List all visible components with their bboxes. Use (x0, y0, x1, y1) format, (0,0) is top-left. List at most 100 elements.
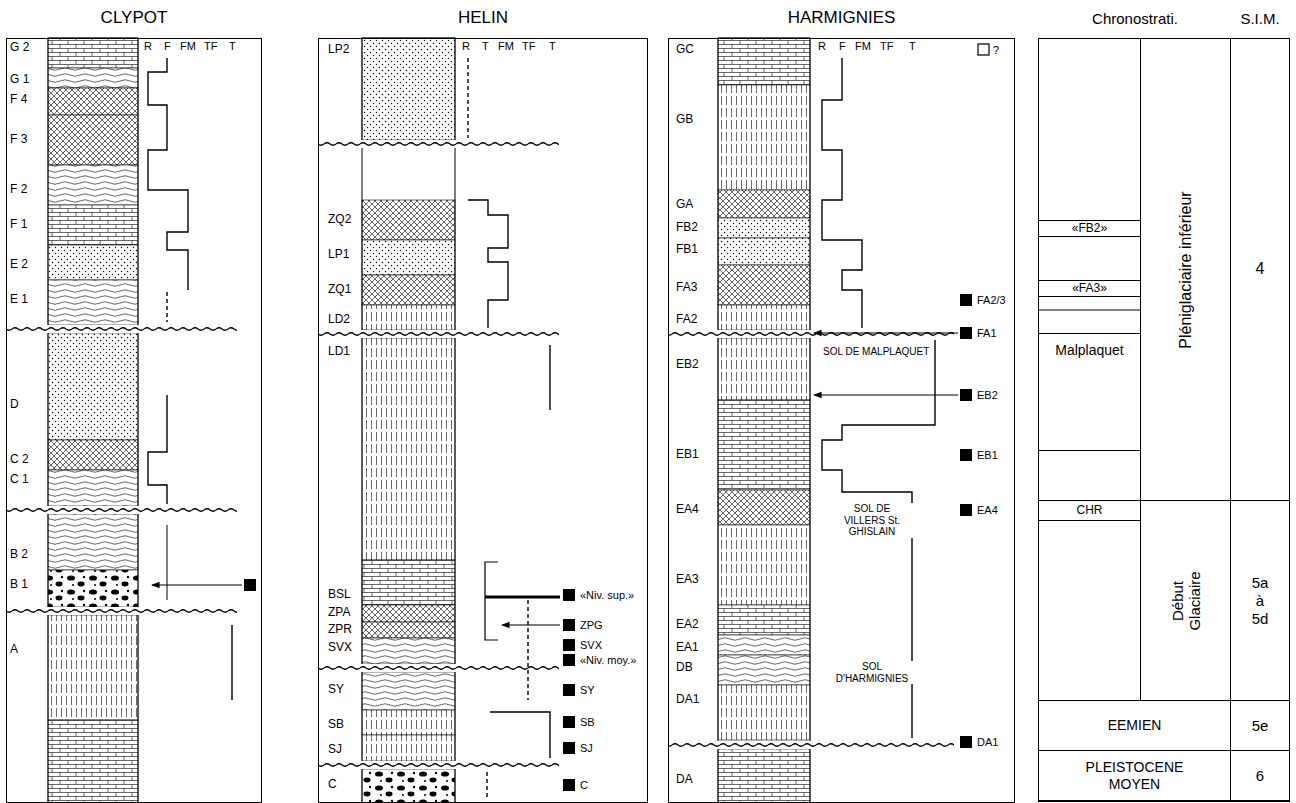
axis-letter: TF (880, 40, 893, 53)
sample-squares (563, 716, 575, 728)
section-title: HARMIGNIES (669, 8, 1014, 28)
section-column: CLYPOT (6, 38, 262, 803)
harmignies-lithology (718, 749, 810, 803)
cell-text: Pléniglaciaire inférieur (1176, 191, 1194, 348)
grain-size-curves (231, 625, 232, 700)
unconformity-waves (319, 664, 559, 672)
layer-code: LP2 (328, 43, 349, 57)
sample-label: FA2/3 (977, 294, 1006, 307)
clypot-lithology (48, 205, 138, 245)
harmignies-lithology (718, 525, 810, 605)
unconformity-waves (7, 325, 237, 333)
unconformity-waves (7, 140, 954, 769)
axis-letter: R (144, 40, 152, 53)
layer-code: LD1 (328, 345, 350, 359)
helin-lithology (362, 38, 455, 140)
table-cell: CHR (1038, 500, 1141, 521)
table-rule (1038, 310, 1140, 311)
grain-size-curves (822, 58, 862, 328)
layer-code: DA (676, 773, 693, 787)
cell-text: Début Glaciaire (1168, 563, 1203, 638)
sample-squares (960, 504, 972, 516)
unconformity-waves (319, 140, 559, 148)
clypot-lithology (48, 115, 138, 165)
leader-arrows (814, 394, 958, 395)
layer-code: GA (676, 198, 693, 212)
harmignies-lithology (718, 635, 810, 655)
harmignies-lithology (718, 38, 810, 85)
layer-code: FB1 (676, 243, 698, 257)
sample-label: C (580, 779, 588, 792)
sample-squares (563, 654, 575, 666)
sample-label: DA1 (977, 736, 998, 749)
sample-squares (960, 389, 972, 401)
cell-text: Malplaquet (1055, 342, 1124, 358)
layer-code: D (10, 398, 19, 412)
layer-code: C 2 (10, 453, 29, 467)
helin-lithology (362, 275, 455, 305)
table-cell: Pléniglaciaire inférieur (1140, 38, 1231, 501)
sample-squares (960, 294, 972, 306)
layer-code: F 4 (10, 93, 27, 107)
layer-code: EA1 (676, 641, 699, 655)
clypot-lithology (48, 720, 138, 803)
sample-label: SB (580, 716, 595, 729)
layer-code: FA3 (676, 281, 697, 295)
grain-size-curves (148, 58, 935, 800)
layer-code: ZPA (328, 606, 350, 620)
layer-code: LD2 (328, 313, 350, 327)
leader-arrows (502, 624, 560, 625)
cell-text: «FA3» (1072, 282, 1107, 296)
layer-code: B 2 (10, 548, 28, 562)
axis-letter: FM (855, 40, 871, 53)
sample-squares (960, 736, 972, 748)
layer-code: SB (328, 718, 344, 732)
layer-code: SY (328, 683, 344, 697)
layer-code: E 2 (10, 258, 28, 272)
layer-code: EA3 (676, 573, 699, 587)
unconformity-waves (7, 506, 237, 514)
layer-code: ZQ2 (328, 213, 351, 227)
harmignies-lithology (718, 85, 810, 190)
unconformity-waves (669, 330, 954, 338)
layer-code: GB (676, 113, 693, 127)
sample-squares (563, 779, 575, 791)
sample-squares (563, 684, 575, 696)
helin-lithology (362, 560, 455, 605)
sample-label: ? (993, 44, 999, 57)
helin-lithology (362, 338, 455, 560)
layer-code: LP1 (328, 248, 349, 262)
unconformity-waves (669, 741, 954, 749)
axis-letter: FM (498, 40, 514, 53)
sample-squares (978, 44, 989, 55)
grain-size-curves (468, 200, 508, 328)
helin-lithology (362, 638, 455, 664)
layer-code: EB1 (676, 448, 699, 462)
axis-letter: TF (522, 40, 535, 53)
unconformity-waves (319, 140, 559, 148)
harmignies-lithology (718, 38, 810, 803)
grain-size-curves (148, 395, 167, 504)
layer-code: FA2 (676, 313, 697, 327)
soil-name: SOL DE MALPLAQUET (821, 346, 931, 358)
harmignies-lithology (718, 265, 810, 305)
unconformity-waves (319, 761, 559, 769)
layer-code: E 1 (10, 293, 28, 307)
harmignies-lithology (718, 305, 810, 330)
clypot-lithology (48, 165, 138, 205)
unconformity-waves (669, 330, 954, 338)
layer-code: EB2 (676, 358, 699, 372)
table-cell: «FA3» (1038, 280, 1141, 297)
clypot-lithology (48, 440, 138, 470)
section-column: HARMIGNIES (668, 38, 1015, 803)
layer-code: SVX (328, 641, 352, 655)
cell-text: CHR (1077, 504, 1103, 518)
axis-letter: F (164, 40, 171, 53)
helin-lithology (362, 605, 455, 622)
harmignies-lithology (718, 238, 810, 265)
leader-arrows (152, 333, 958, 625)
axis-letter: F (839, 40, 846, 53)
clypot-lithology (48, 615, 138, 720)
section-title: CLYPOT (7, 8, 261, 28)
